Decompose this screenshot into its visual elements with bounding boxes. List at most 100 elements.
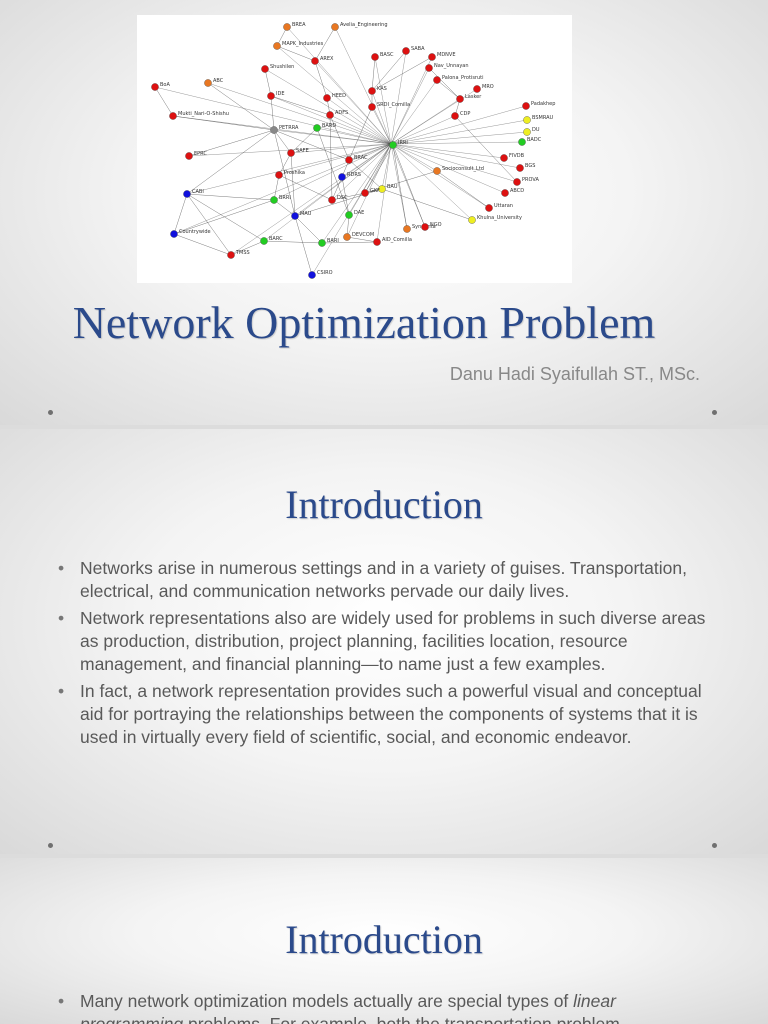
graph-node-label: MAU bbox=[300, 211, 312, 217]
graph-node-label: Shushilen bbox=[270, 64, 294, 70]
graph-node bbox=[523, 116, 531, 124]
graph-node-label: BAU bbox=[387, 184, 398, 190]
graph-node-label: Nav_Unnayan bbox=[434, 63, 469, 69]
graph-node-label: BRAC bbox=[354, 155, 368, 161]
graph-node bbox=[389, 141, 397, 149]
graph-edge bbox=[270, 95, 275, 131]
graph-node-label: BARD bbox=[322, 123, 336, 129]
graph-edge bbox=[311, 143, 392, 276]
graph-node-label: RDRS bbox=[347, 172, 361, 178]
bullet-text: Network representations also are widely … bbox=[80, 608, 706, 674]
graph-node-label: EPRC bbox=[194, 151, 207, 157]
graph-node-label: DSC bbox=[337, 195, 348, 201]
graph-node-label: DAE bbox=[354, 210, 364, 216]
graph-node bbox=[169, 112, 177, 120]
graph-node-label: Padakhep bbox=[531, 101, 555, 107]
graph-edge bbox=[381, 188, 473, 221]
graph-edge bbox=[329, 114, 350, 161]
graph-node bbox=[402, 47, 410, 55]
graph-edge bbox=[390, 131, 528, 145]
graph-edge bbox=[186, 193, 265, 242]
graph-edge bbox=[348, 106, 373, 161]
graph-edge bbox=[376, 143, 392, 243]
graph-edge bbox=[273, 129, 392, 145]
decorative-dot-left bbox=[48, 843, 53, 848]
graph-edge bbox=[273, 174, 280, 201]
graph-node bbox=[313, 124, 321, 132]
graph-edge bbox=[329, 114, 392, 145]
graph-edge bbox=[273, 129, 350, 161]
graph-node bbox=[275, 171, 283, 179]
graph-node-label: CABI bbox=[192, 189, 204, 195]
graph-edge bbox=[278, 143, 392, 176]
graph-edge bbox=[390, 98, 461, 145]
graph-node-label: MDNVE bbox=[437, 52, 455, 58]
graph-node-label: ABC bbox=[213, 78, 224, 84]
graph-edge bbox=[371, 106, 392, 145]
graph-edge bbox=[186, 193, 232, 256]
decorative-dot-right bbox=[712, 843, 717, 848]
graph-node bbox=[260, 237, 268, 245]
graph-edge bbox=[273, 129, 292, 154]
bullet-text: In fact, a network representation provid… bbox=[80, 681, 702, 747]
graph-edge bbox=[273, 129, 296, 217]
bullet-text-rest: problems. For example, both the transpor… bbox=[183, 1014, 620, 1024]
graph-node bbox=[433, 76, 441, 84]
graph-edge bbox=[364, 144, 394, 194]
graph-node-label: BRRI bbox=[279, 195, 291, 201]
graph-edge bbox=[263, 143, 392, 242]
graph-node bbox=[371, 53, 379, 61]
graph-node bbox=[267, 92, 275, 100]
graph-edge bbox=[186, 129, 275, 195]
graph-edge bbox=[326, 97, 392, 145]
graph-edge bbox=[173, 193, 188, 235]
graph-node-label: Uttaran bbox=[494, 203, 513, 209]
bullet-mark: • bbox=[58, 608, 65, 628]
graph-node-label: PROVA bbox=[522, 177, 539, 183]
graph-node bbox=[516, 164, 524, 172]
graph-edge bbox=[186, 143, 392, 195]
graph-edge bbox=[331, 192, 366, 201]
graph-edge bbox=[172, 115, 275, 131]
graph-node bbox=[403, 225, 411, 233]
graph-edge bbox=[428, 67, 461, 100]
graph-node bbox=[361, 189, 369, 197]
graph-node bbox=[501, 189, 509, 197]
graph-node bbox=[311, 57, 319, 65]
graph-node-label: BREA bbox=[292, 22, 306, 28]
bullet-item: • Network representations also are widely… bbox=[58, 607, 708, 676]
graph-edge bbox=[331, 176, 343, 201]
presentation-title: Network Optimization Problem bbox=[72, 297, 656, 348]
graph-node-label: CSIRO bbox=[317, 270, 333, 276]
graph-node-label: CDP bbox=[460, 111, 470, 117]
graph-edge bbox=[392, 144, 408, 230]
graph-node bbox=[343, 233, 351, 241]
graph-node-label: MAPK_Industries bbox=[282, 41, 324, 47]
graph-node-label: Khulna_University bbox=[477, 215, 522, 221]
graph-edge bbox=[314, 60, 328, 99]
graph-edge bbox=[392, 144, 426, 228]
graph-node-label: NGO bbox=[430, 222, 442, 228]
graph-node bbox=[183, 190, 191, 198]
graph-edge bbox=[207, 82, 275, 131]
graph-node-label: Proshika bbox=[284, 170, 305, 176]
graph-edge bbox=[371, 56, 376, 92]
bullet-item: •In fact, a network representation provi… bbox=[58, 680, 708, 749]
graph-edge bbox=[341, 176, 350, 216]
graph-edge bbox=[390, 143, 438, 172]
graph-node bbox=[451, 112, 459, 120]
section-title: Introduction bbox=[285, 917, 483, 962]
graph-node bbox=[273, 42, 281, 50]
graph-node-label: BASC bbox=[380, 52, 394, 58]
graph-node-label: FIVDB bbox=[509, 153, 525, 159]
graph-edge bbox=[207, 82, 392, 145]
graph-edge bbox=[390, 119, 528, 145]
graph-node bbox=[518, 138, 526, 146]
graph-edge bbox=[294, 215, 313, 276]
graph-edge bbox=[172, 115, 392, 145]
graph-edge bbox=[390, 50, 407, 145]
graph-edge bbox=[390, 143, 473, 221]
graph-edge bbox=[294, 215, 323, 244]
graph-edge bbox=[390, 143, 505, 159]
